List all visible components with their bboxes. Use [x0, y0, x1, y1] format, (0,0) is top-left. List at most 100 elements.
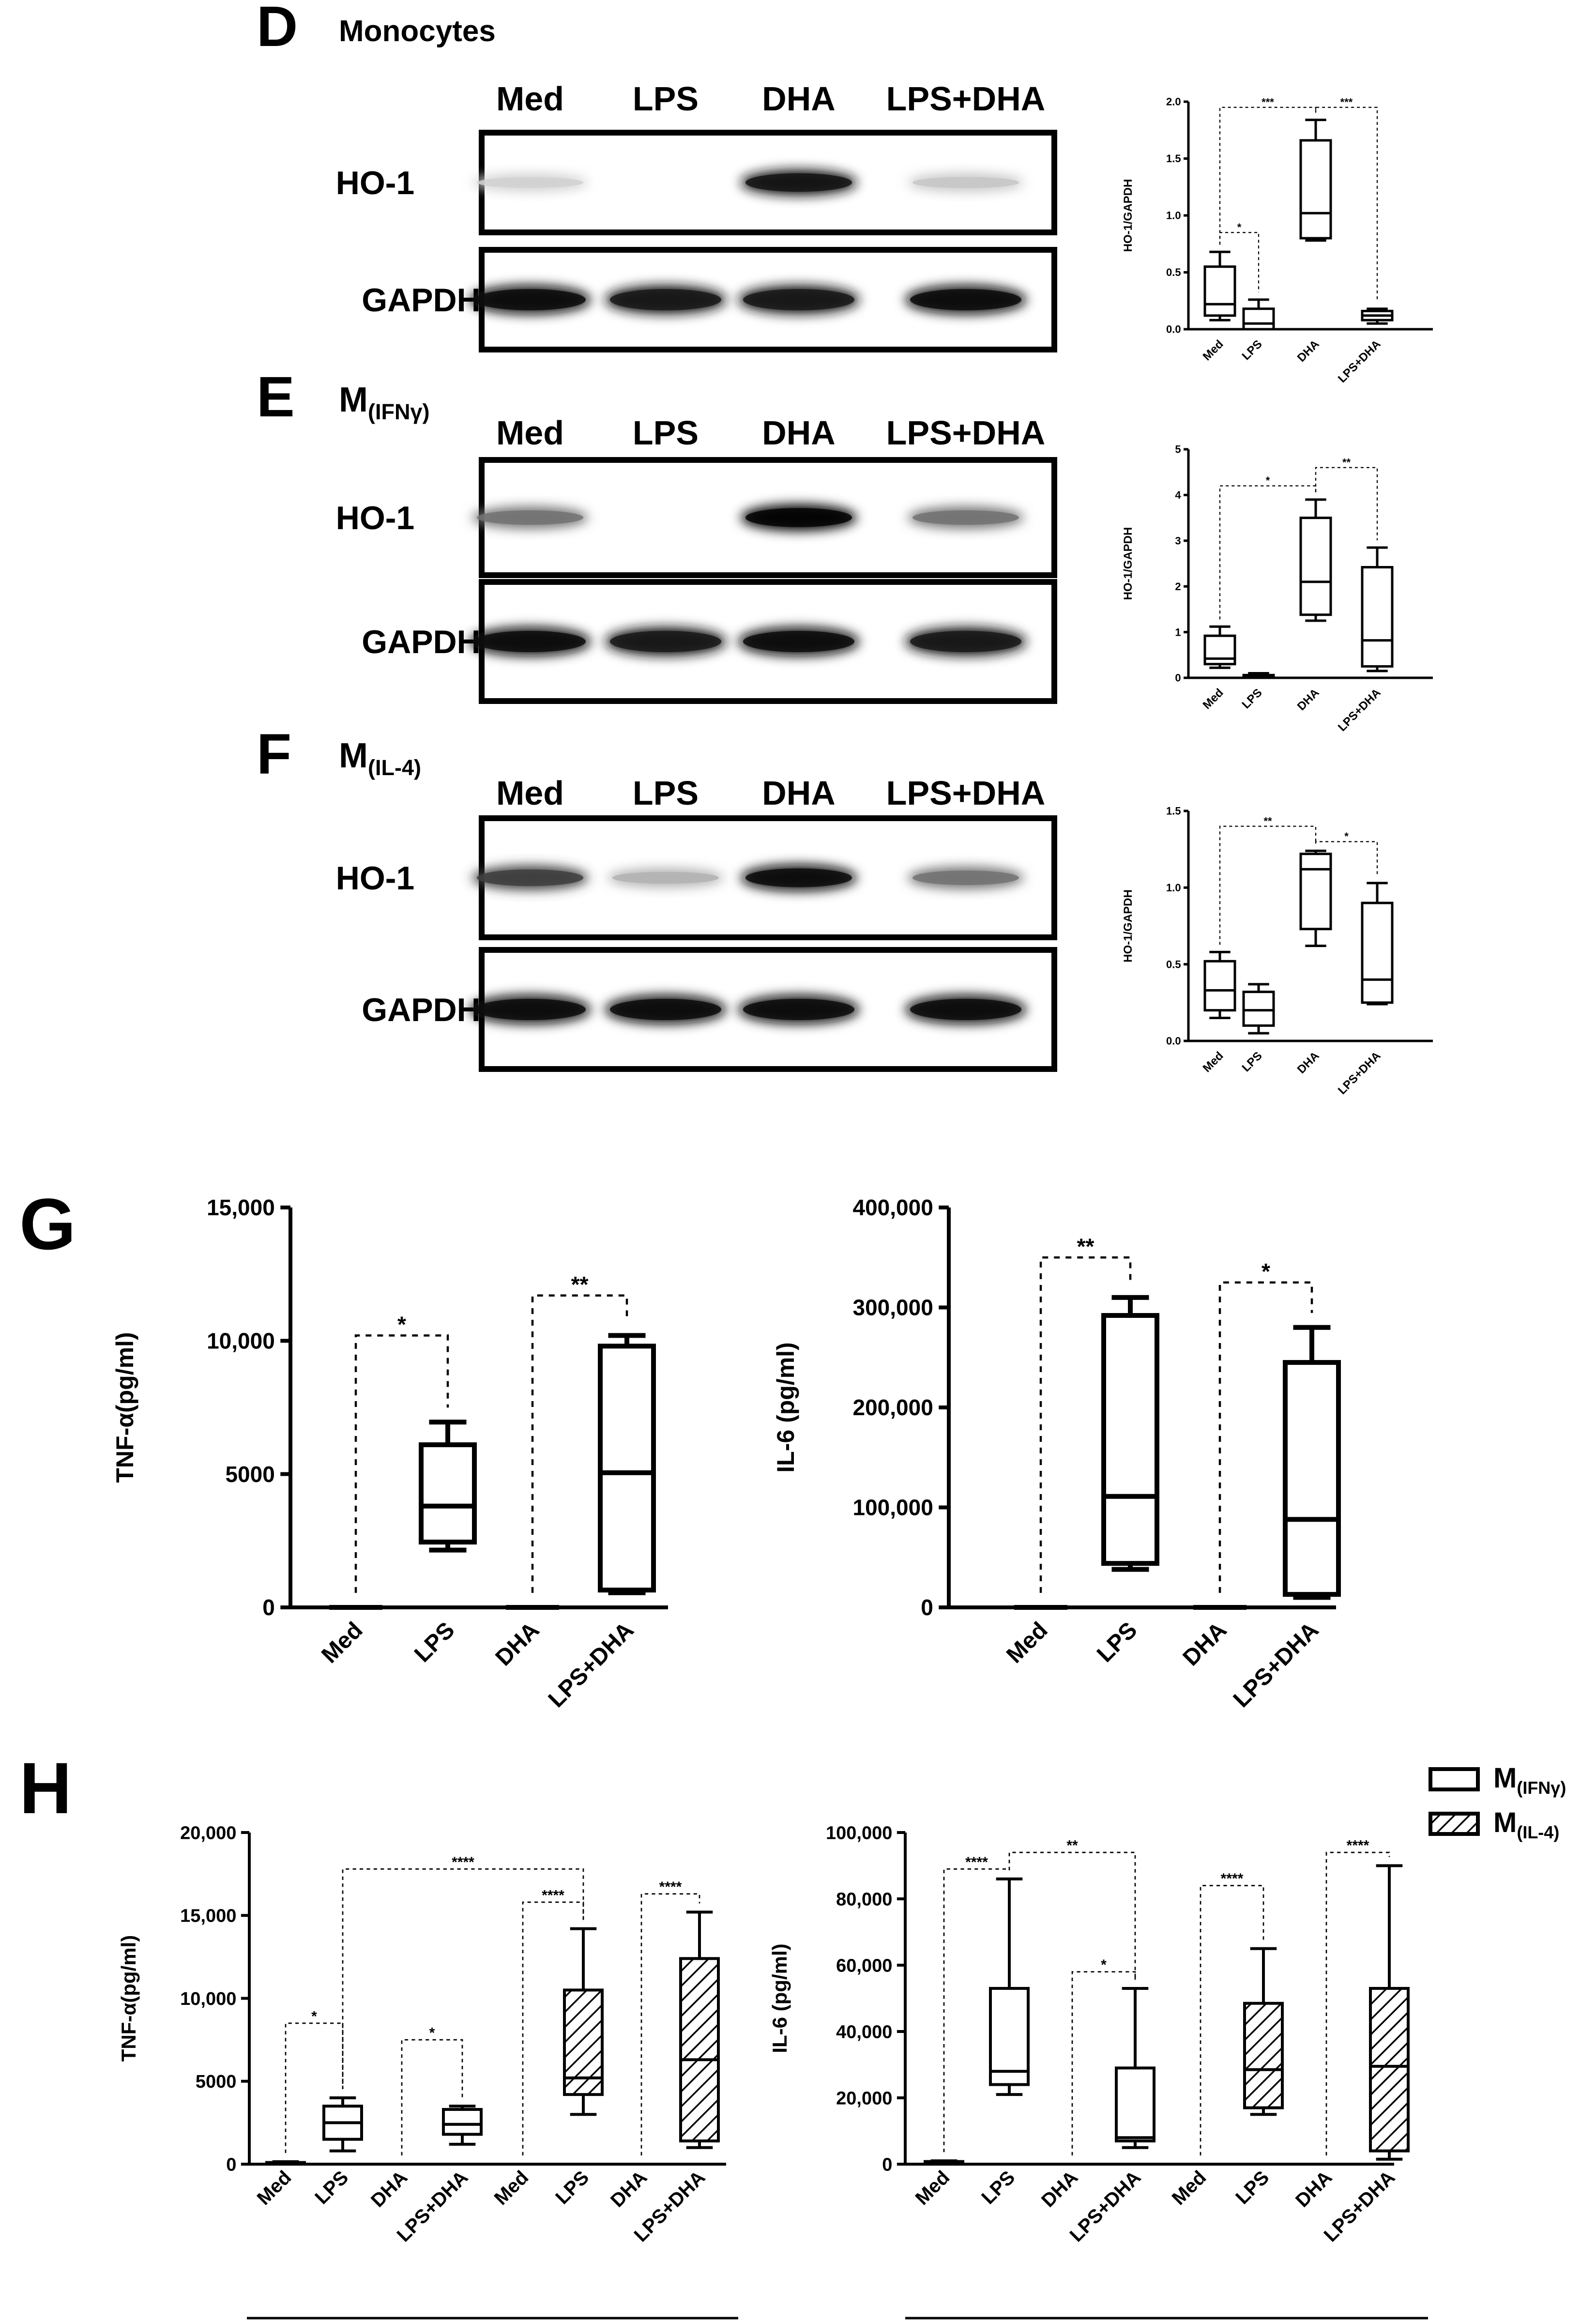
- band-core: [610, 999, 721, 1020]
- significance-bracket-1: *: [1218, 1259, 1313, 1593]
- box-3: [1283, 1325, 1341, 1600]
- lane-label-e-2: DHA: [762, 414, 836, 452]
- box-iqr: [989, 1986, 1030, 2086]
- x-tick-label: DHA: [1295, 337, 1322, 365]
- significance-bracket-0: ***: [1219, 96, 1317, 245]
- x-tick-label: DHA: [1037, 2167, 1082, 2211]
- band-core: [477, 177, 583, 188]
- box-0: [924, 2159, 964, 2166]
- box-3: [442, 2105, 483, 2146]
- significance-bracket-3: ****: [1200, 1871, 1264, 2155]
- row-label-f-0: HO-1: [336, 860, 414, 897]
- box-7: [1369, 1864, 1410, 2161]
- y-tick-label: 15,000: [180, 1906, 236, 1926]
- panel-letter-g: G: [19, 1183, 76, 1265]
- lane-label-f-3: LPS+DHA: [886, 774, 1046, 812]
- significance-label: *: [1266, 474, 1270, 487]
- significance-bracket-4: ****: [1325, 1838, 1390, 2155]
- y-tick-label: 20,000: [836, 2088, 892, 2108]
- panel-letter-e: E: [257, 365, 295, 429]
- band-core: [610, 631, 721, 652]
- bracket-line: [1008, 1851, 1136, 1980]
- significance-label: *: [1101, 1957, 1107, 1973]
- y-tick-label: 1: [1175, 626, 1181, 638]
- box-iqr: [1203, 265, 1236, 317]
- x-tick-label: LPS+DHA: [1336, 686, 1383, 734]
- y-tick-label: 100,000: [853, 1495, 933, 1520]
- box-3: [1361, 546, 1394, 672]
- band-core: [474, 289, 586, 310]
- y-tick-label: 0: [882, 2154, 892, 2175]
- box-iqr: [1299, 853, 1332, 931]
- significance-label: *: [1344, 830, 1349, 842]
- band-core: [745, 868, 852, 887]
- y-tick-label: 200,000: [853, 1395, 933, 1420]
- box-1: [1242, 298, 1275, 331]
- box-iqr: [442, 2108, 483, 2136]
- y-tick-label: 80,000: [836, 1889, 892, 1910]
- significance-bracket-4: ****: [640, 1879, 700, 2155]
- x-tick-label: DHA: [1178, 1617, 1232, 1671]
- y-tick-label: 60,000: [836, 1955, 892, 1976]
- significance-label: *: [1262, 1259, 1270, 1284]
- cell-type-label-f-sub: (IL-4): [368, 755, 421, 780]
- band-core: [610, 289, 721, 310]
- x-tick-label: DHA: [1295, 686, 1322, 713]
- box-iqr: [1203, 634, 1236, 666]
- significance-label: **: [571, 1272, 589, 1297]
- box-1: [419, 1420, 477, 1553]
- box-1: [1242, 983, 1275, 1035]
- bracket-line: [401, 2039, 463, 2155]
- significance-bracket-1: *: [1219, 221, 1260, 292]
- box-5: [563, 1927, 604, 2116]
- row-label-e-0: HO-1: [336, 500, 414, 536]
- box-0: [1203, 625, 1236, 669]
- x-tick-label: LPS: [1240, 1049, 1265, 1074]
- band-core: [912, 177, 1019, 188]
- significance-label: **: [1077, 1234, 1094, 1259]
- box-iqr: [1299, 139, 1332, 240]
- band-core: [474, 631, 586, 652]
- y-tick-label: 300,000: [853, 1295, 933, 1320]
- y-tick-label: 1.0: [1166, 210, 1181, 222]
- box-iqr: [1283, 1360, 1341, 1597]
- panel-letter-h: H: [19, 1747, 72, 1829]
- lane-label-f-1: LPS: [633, 774, 699, 812]
- lane-label-d-2: DHA: [762, 80, 836, 118]
- x-tick-label: Med: [253, 2167, 296, 2209]
- box-iqr: [1115, 2066, 1155, 2143]
- y-tick-label: 1.0: [1166, 882, 1181, 894]
- significance-bracket-1: *: [401, 2025, 463, 2155]
- box-1: [1242, 672, 1275, 679]
- x-tick-label: Med: [912, 2167, 954, 2209]
- y-axis-title: HO-1/GAPDH: [1122, 889, 1135, 962]
- bracket-line: [1315, 107, 1378, 302]
- legend-label-0: M(IFNγ): [1493, 1762, 1566, 1798]
- legend-label-1-sub: (IL-4): [1517, 1822, 1559, 1842]
- band-core: [612, 871, 719, 884]
- x-tick-label: DHA: [1295, 1049, 1322, 1076]
- x-tick-label: Med: [490, 2167, 533, 2209]
- band-core: [743, 631, 854, 652]
- cell-type-label-f: M(IL-4): [339, 736, 421, 780]
- x-tick-label: LPS+DHA: [1229, 1617, 1324, 1712]
- x-tick-label: LPS: [551, 2167, 593, 2208]
- band-core: [745, 173, 852, 192]
- significance-label: ****: [659, 1879, 682, 1895]
- x-tick-label: LPS: [311, 2167, 352, 2208]
- band-core: [910, 631, 1021, 652]
- significance-bracket-2: ****: [342, 1854, 584, 2089]
- x-tick-label: Med: [317, 1617, 367, 1668]
- bracket-line: [1219, 825, 1317, 945]
- x-tick-label: LPS+DHA: [1336, 1049, 1383, 1097]
- cell-type-label-e-sub: (IFNγ): [368, 399, 430, 424]
- band-core: [912, 510, 1019, 525]
- y-tick-label: 0.5: [1166, 266, 1181, 278]
